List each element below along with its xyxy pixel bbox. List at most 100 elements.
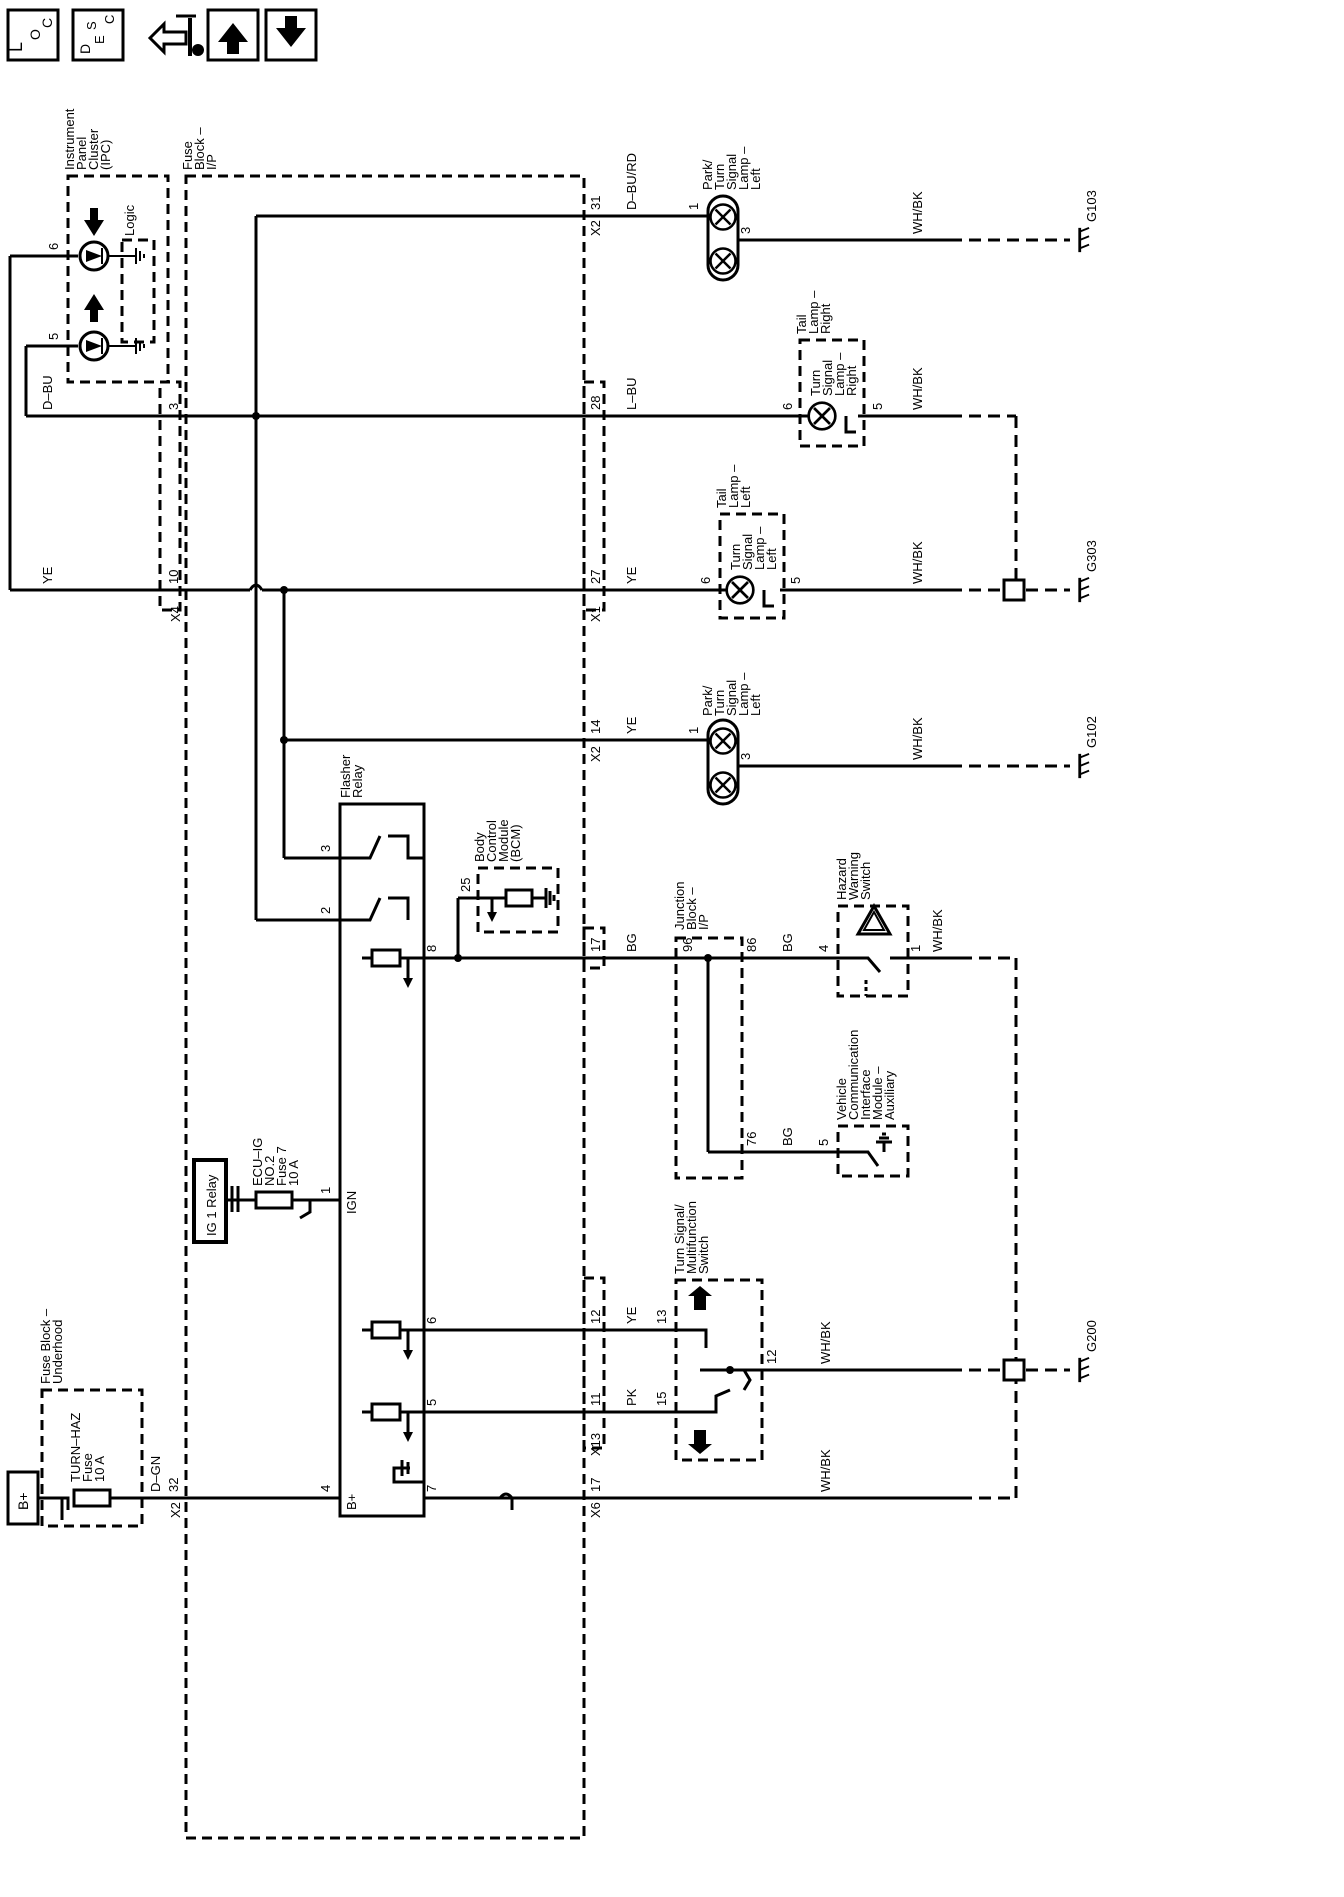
toolbar: L O C D E S C: [6, 8, 318, 62]
arrow-up-icon[interactable]: [206, 8, 260, 62]
pin-fr-2: 2: [318, 907, 333, 914]
pin-ipc-5: 5: [46, 333, 61, 340]
b-plus-source-icon: [6, 1470, 52, 1526]
pin-fb-31: 31: [588, 196, 603, 210]
pin-fb-27: 27: [588, 570, 603, 584]
turn-lamp-right-label: TurnSignalLamp –Right: [808, 352, 859, 396]
hazard-switch-label: HazardWarningSwitch: [834, 852, 873, 900]
ipc-box: [66, 174, 170, 384]
connector-x13-label: X13: [588, 1433, 603, 1456]
wire-ye-label-3: YE: [624, 1306, 639, 1324]
flasher-relay-box: [338, 802, 426, 1518]
turn-lamp-right-icon: [807, 401, 856, 434]
pin-fb-11: 11: [588, 1393, 603, 1407]
ground-g200-icon: [1078, 1356, 1091, 1384]
wire-ye-label-left: YE: [40, 566, 55, 584]
ig1-relay-label: IG 1 Relay: [204, 1174, 219, 1236]
bcm-label: BodyControlModule(BCM): [472, 819, 523, 862]
turn-lamp-left-icon: [725, 575, 774, 608]
wire-pk-label: PK: [624, 1388, 639, 1406]
ecu-ig-fuse-icon: [226, 1186, 312, 1220]
fuse-block-underhood-box: [40, 1388, 144, 1528]
ipc-logic-box: [120, 238, 156, 344]
turn-haz-fuse-icon: [52, 1488, 112, 1520]
ground-g200-label: G200: [1084, 1320, 1099, 1352]
pin-hz-1: 1: [908, 945, 923, 952]
x1-connector-box: [582, 380, 606, 612]
ground-g103-icon: [1078, 226, 1091, 254]
connector-x1-label: X1: [588, 606, 603, 622]
pin-lamp2-5: 5: [870, 403, 885, 410]
pin-fr-4: 4: [318, 1485, 333, 1492]
svg-text:C: C: [39, 18, 55, 28]
svg-text:O: O: [27, 29, 43, 40]
bg-connector-box: [582, 926, 606, 970]
wire-bg-label-1: BG: [624, 933, 639, 952]
vcim-label: VehicleCommunicationInterfaceModule –Aux…: [834, 1030, 897, 1120]
wire-wh-bk-label-7: WH/BK: [818, 1449, 833, 1492]
tail-lamp-left-box: [718, 512, 786, 620]
wire-wh-bk-label-5: WH/BK: [930, 909, 945, 952]
ipc-logic-label: Logic: [122, 204, 137, 236]
description-icon[interactable]: D E S C: [71, 8, 125, 62]
turn-haz-fuse-label: TURN–HAZFuse10 A: [68, 1413, 107, 1482]
park-turn-lamp-left-rear-label: Park/TurnSignalLamp –Left: [700, 672, 763, 716]
ground-g103-label: G103: [1084, 190, 1099, 222]
wire-d-bu-rd-label: D–BU/RD: [624, 153, 639, 210]
ecu-ig-fuse-label: ECU–IGNO.2Fuse 710 A: [250, 1138, 301, 1186]
wire-wh-bk-label-4: WH/BK: [910, 717, 925, 760]
ground-g303-label: G303: [1084, 540, 1099, 572]
pin-fr-5: 5: [424, 1399, 439, 1406]
arrow-down-icon[interactable]: [264, 8, 318, 62]
pin-ts-12: 12: [764, 1350, 779, 1364]
hazard-switch-icon: [855, 902, 904, 996]
wire-wh-bk-label-1: WH/BK: [910, 191, 925, 234]
pin-ts-13: 13: [654, 1310, 669, 1324]
wire-wh-bk-label-2: WH/BK: [910, 367, 925, 410]
tail-lamp-right-label: TailLamp –Right: [794, 290, 833, 334]
park-turn-lamp-left-rear-icon: [706, 718, 740, 806]
location-of-components-icon[interactable]: L O C: [6, 8, 60, 62]
svg-text:E: E: [92, 35, 107, 44]
pin-lamp2-6: 6: [780, 403, 795, 410]
pin-fb-28: 28: [588, 396, 603, 410]
pin-vcim-5: 5: [816, 1139, 831, 1146]
junction-block-label: JunctionBlock –I/P: [672, 882, 711, 930]
wire-wh-bk-label-6: WH/BK: [818, 1321, 833, 1364]
pin-fb-32: 32: [166, 1478, 181, 1492]
b-plus-label: B+: [15, 1492, 31, 1510]
turn-lamp-left-label: TurnSignalLamp –Left: [728, 526, 779, 570]
pin-jb-86: 86: [744, 938, 759, 952]
pin-lamp3-6: 6: [698, 577, 713, 584]
connector-x2-mid-label: X2: [588, 746, 603, 762]
connector-x2-top-label: X2: [588, 220, 603, 236]
ipc-label: InstrumentPanelCluster(IPC): [62, 108, 113, 170]
fuse-block-ip-label: FuseBlock –I/P: [180, 127, 219, 170]
ground-g102-label: G102: [1084, 716, 1099, 748]
svg-text:D: D: [77, 44, 93, 54]
bcm-box: [476, 866, 560, 934]
pin-lamp4-3: 3: [738, 753, 753, 760]
svg-text:C: C: [102, 15, 117, 24]
wire-d-gn-label: D–GN: [148, 1456, 163, 1492]
junction-block-box: [674, 936, 744, 1180]
pin-fb-12: 12: [588, 1310, 603, 1324]
park-turn-lamp-left-front-icon: [706, 194, 740, 282]
vcim-switch-icon: [856, 1132, 892, 1167]
pin-lamp3-5: 5: [788, 577, 803, 584]
ign-label: IGN: [344, 1191, 359, 1214]
pin-fr-7: 7: [424, 1485, 439, 1492]
power-ground-icon[interactable]: [147, 14, 204, 56]
turn-signal-switch-icon: [688, 1286, 752, 1454]
pin-fb-17a: 17: [588, 938, 603, 952]
pin-fr-8: 8: [424, 945, 439, 952]
pin-bcm-25: 25: [458, 878, 473, 892]
fuse-block-underhood-label: Fuse Block –Underhood: [38, 1308, 65, 1384]
pin-hz-4: 4: [816, 945, 831, 952]
ipc-led-left-indicator-icon: [78, 208, 110, 272]
pin-fb-10: 10: [166, 570, 181, 584]
ipc-led-right-indicator-icon: [78, 294, 110, 362]
ground-g102-icon: [1078, 752, 1091, 780]
pin-jb-76: 76: [744, 1132, 759, 1146]
